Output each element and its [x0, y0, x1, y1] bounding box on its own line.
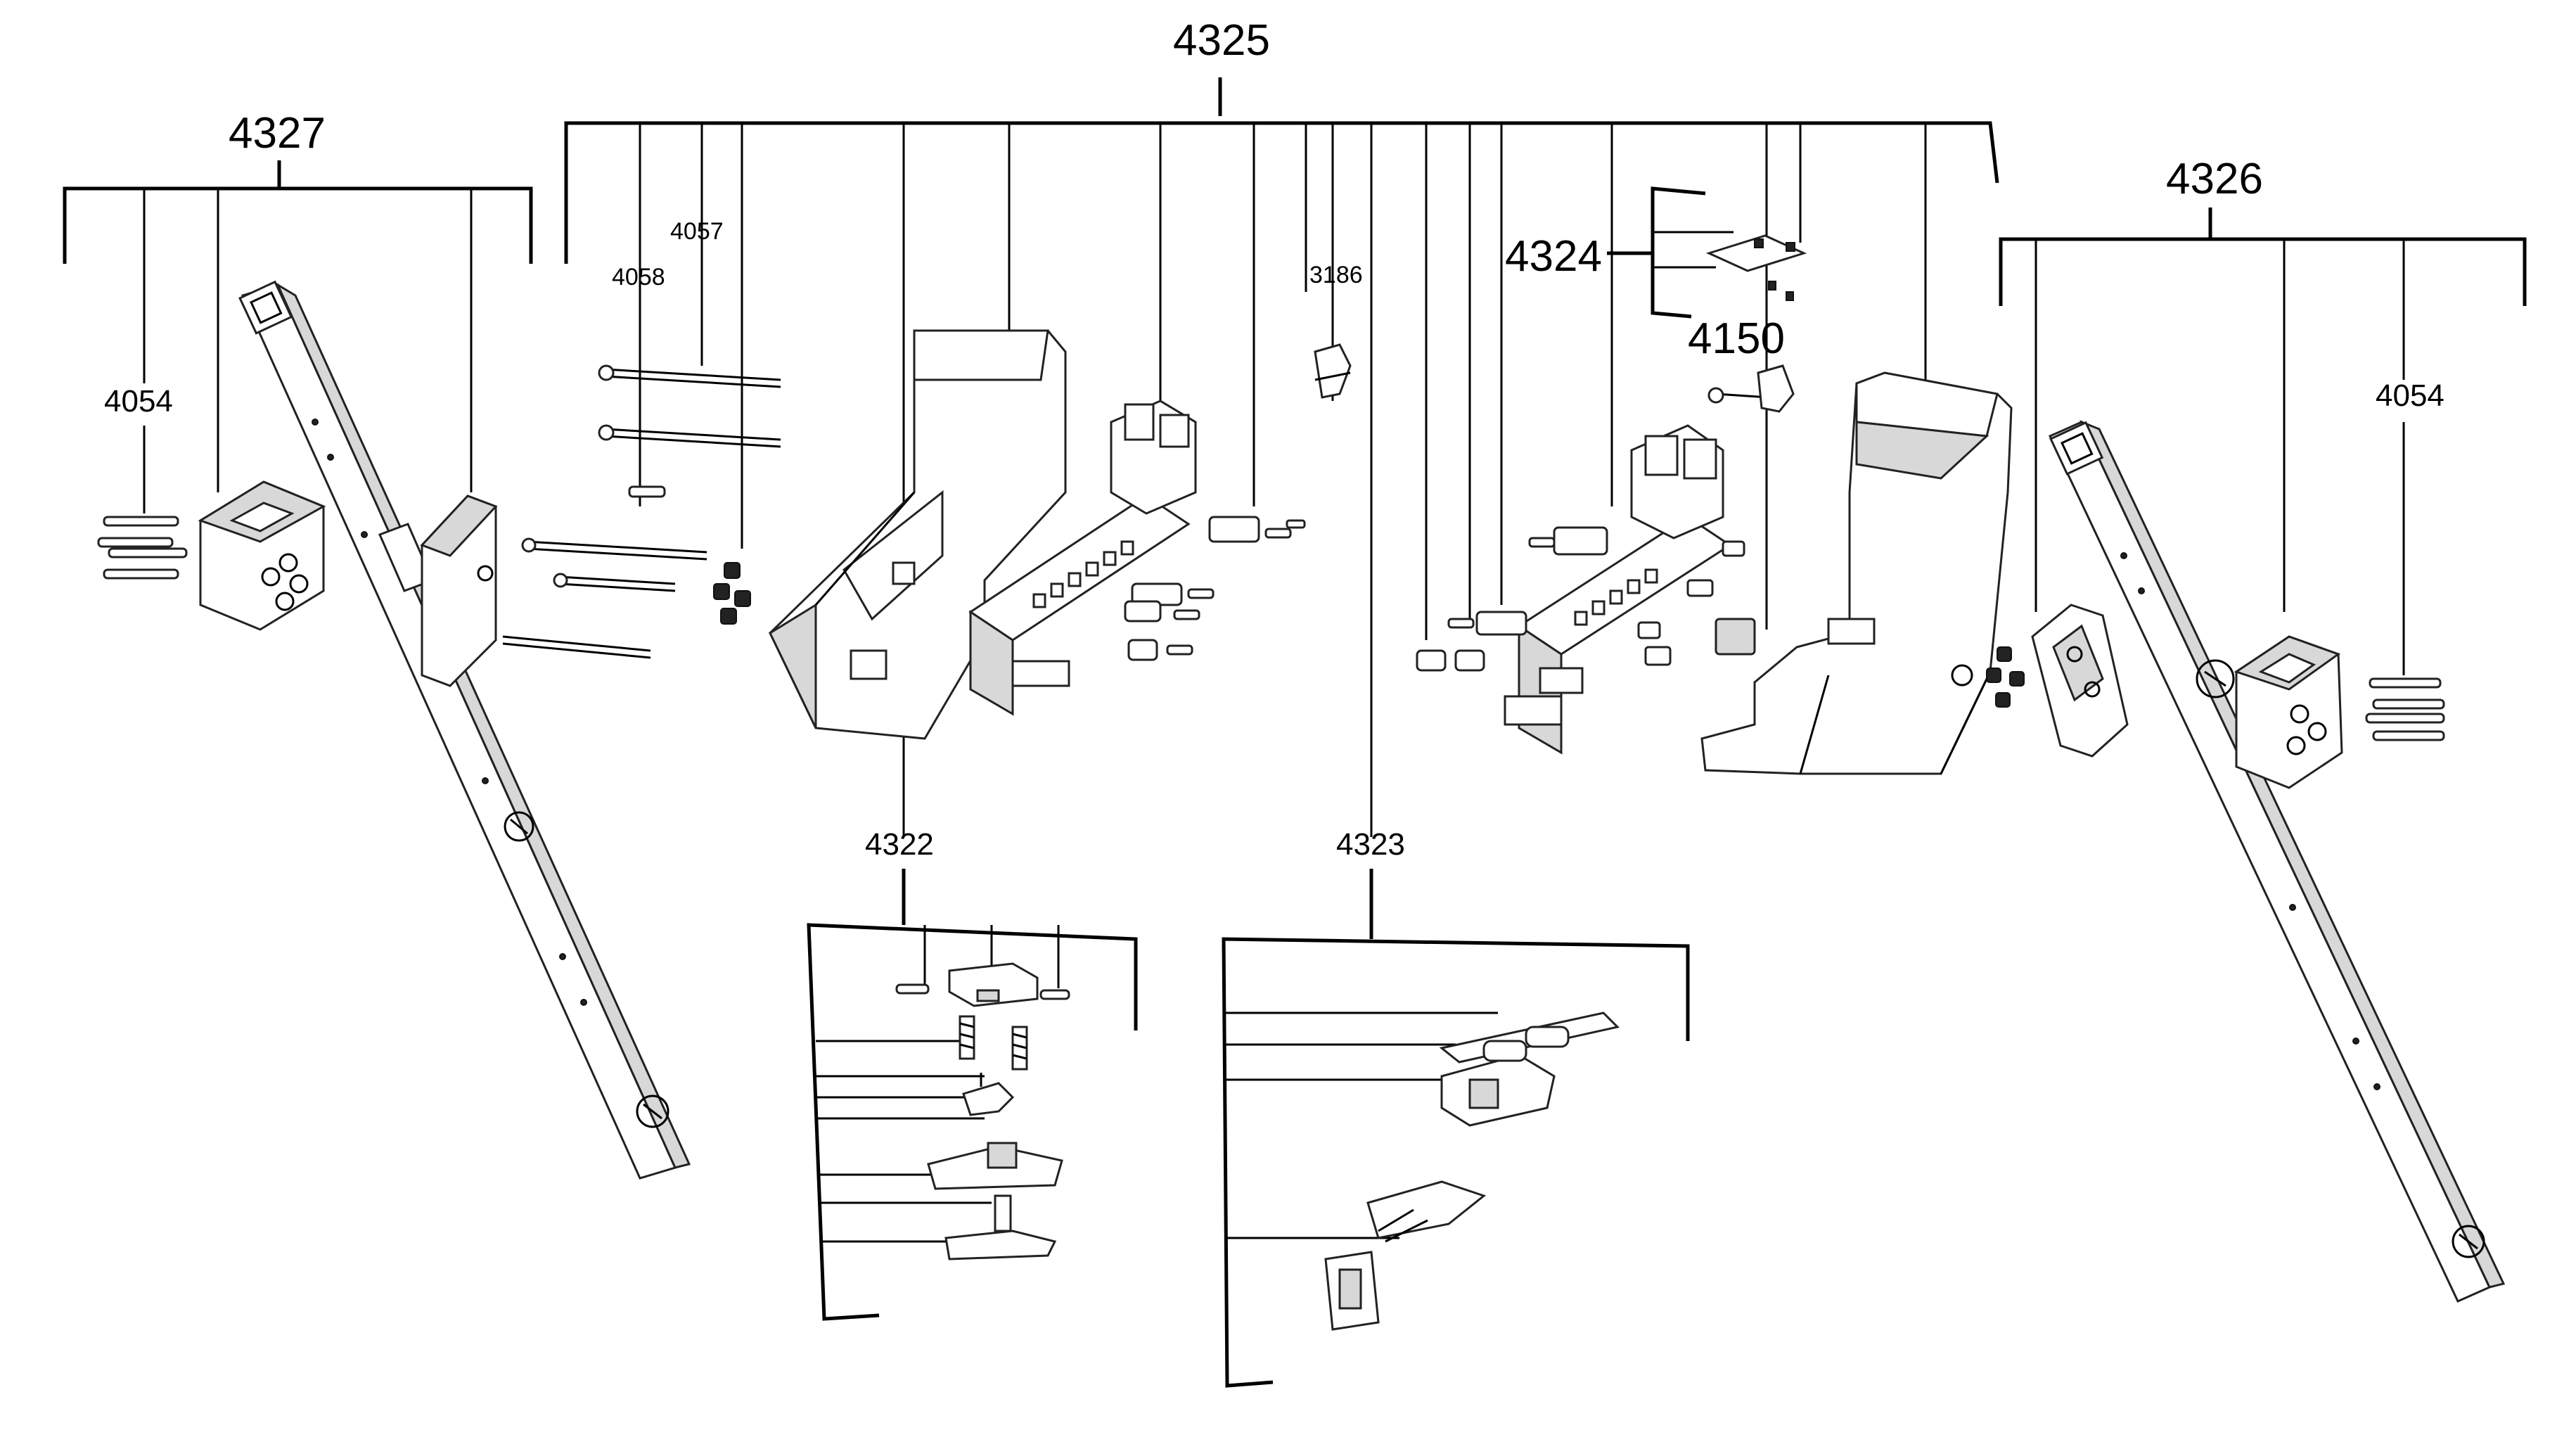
label-4054-right: 4054: [2376, 378, 2444, 413]
label-4327: 4327: [229, 109, 326, 158]
springs-4323: [1482, 1026, 1570, 1062]
part-3186: [1314, 343, 1352, 399]
label-4057: 4057: [670, 218, 724, 245]
right-end-cap: [2234, 635, 2343, 789]
screws-4057-4058: [598, 364, 781, 498]
part-4324-plate: [1705, 234, 1807, 301]
label-4322: 4322: [865, 827, 934, 862]
left-end-cap: [198, 480, 326, 631]
subassembly-4322-parts: [895, 962, 1070, 1260]
label-4054-left: 4054: [104, 384, 173, 419]
bracket-4323: [1222, 869, 1690, 1388]
right-housing: [1700, 371, 2013, 775]
subassembly-4323-parts: [1324, 1011, 1620, 1331]
nuts-left: [713, 562, 751, 625]
springs-4322: [959, 1015, 1028, 1071]
label-4324: 4324: [1505, 232, 1602, 281]
bracket-4326: [1999, 208, 2527, 675]
left-housing: [769, 329, 1067, 740]
left-screws-4054: [97, 516, 188, 580]
part-4150-screw: [1707, 364, 1795, 413]
left-slide-assembly: [968, 400, 1197, 716]
bracket-4327: [63, 160, 533, 513]
right-bracket-plate: [2031, 604, 2129, 758]
right-small-parts: [1416, 526, 1756, 672]
nuts-right: [1986, 646, 2025, 708]
label-3186: 3186: [1309, 262, 1363, 288]
label-4150: 4150: [1688, 314, 1785, 363]
right-slide-assembly: [1504, 424, 1732, 755]
label-4058: 4058: [612, 264, 665, 291]
right-rail: [2048, 420, 2506, 1303]
right-screws-4054: [2365, 677, 2445, 741]
left-slide-teeth: [1032, 540, 1134, 608]
left-bracket-plate: [420, 494, 498, 687]
label-4325: 4325: [1173, 16, 1270, 65]
long-screws-left: [502, 537, 707, 659]
right-slide-teeth: [1574, 568, 1658, 626]
left-small-parts: [1124, 516, 1306, 661]
bracket-4324: [1607, 186, 1734, 319]
left-rail: [238, 280, 691, 1180]
label-4326: 4326: [2166, 155, 2263, 203]
bracket-4322: [807, 869, 1138, 1321]
